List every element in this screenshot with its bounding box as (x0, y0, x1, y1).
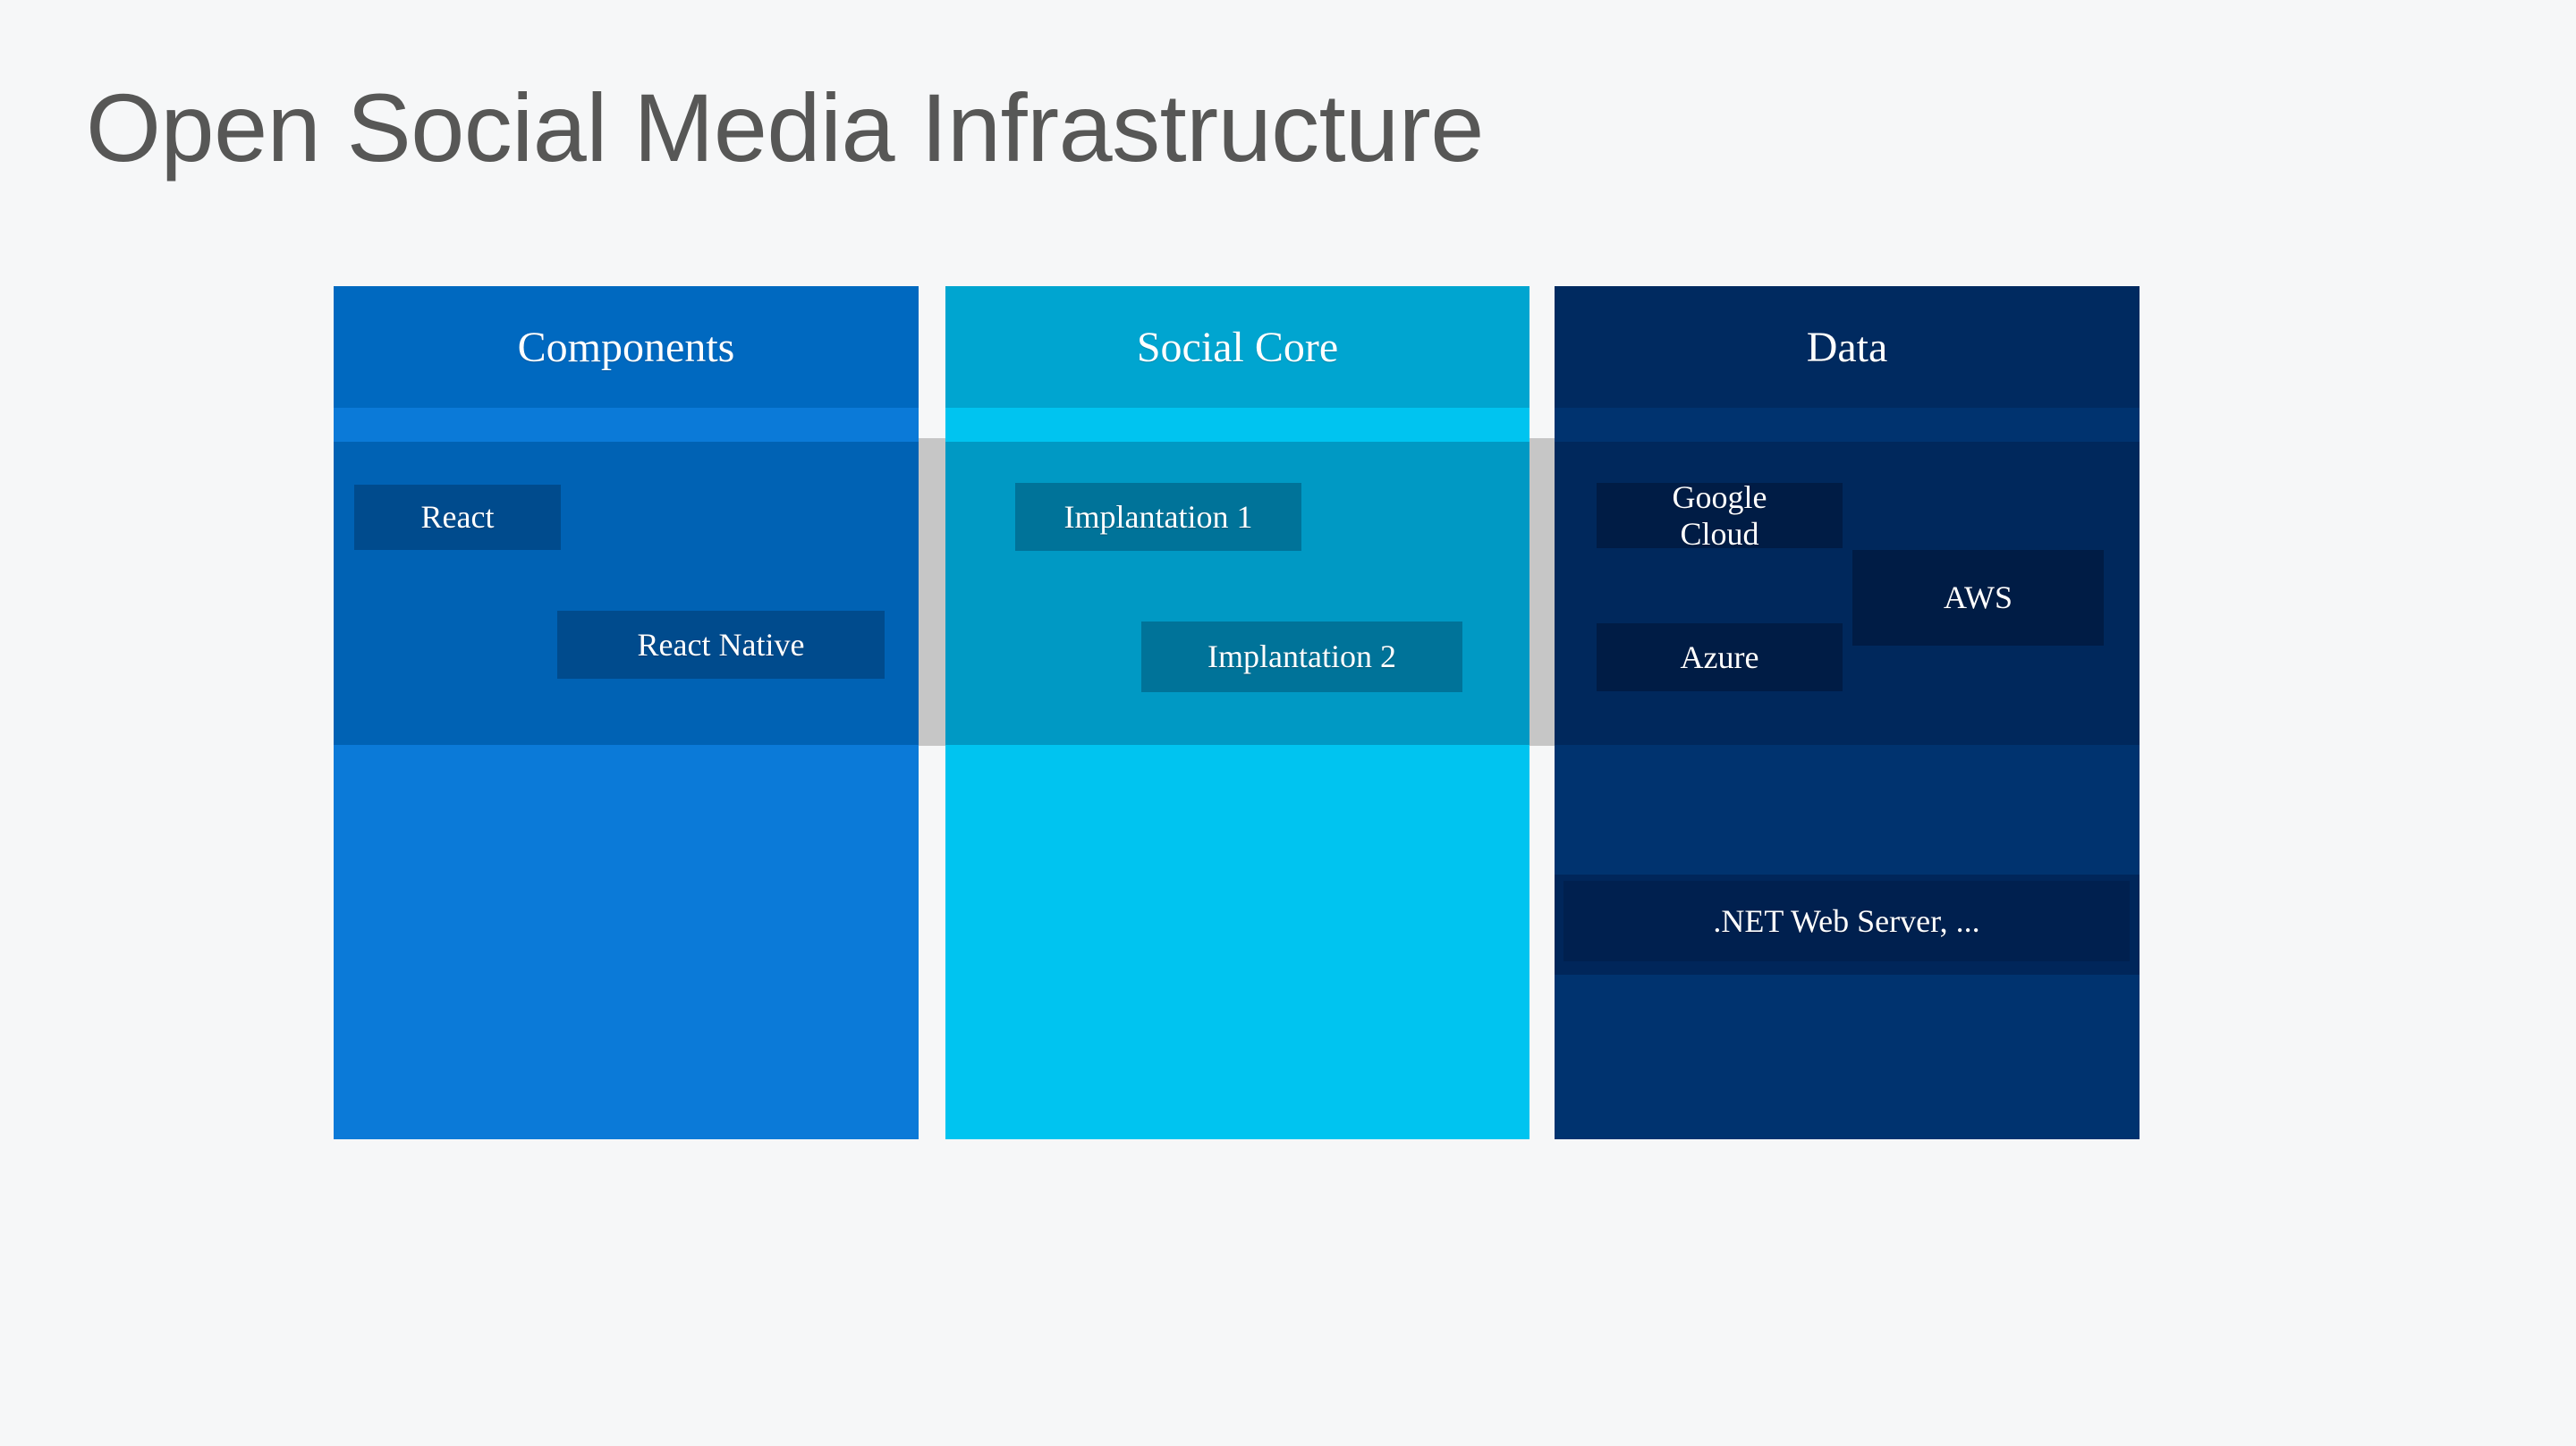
tile-react-native[interactable]: React Native (557, 611, 885, 679)
tile-google-cloud-label-line-2: Cloud (1680, 515, 1759, 552)
page-title: Open Social Media Infrastructure (86, 73, 1484, 182)
column-components[interactable]: Components (334, 286, 919, 1139)
column-data-header-band (1555, 286, 2140, 408)
column-social-core-base-band (945, 745, 1530, 1139)
column-components-accent-strip (334, 408, 919, 442)
column-divider-left (919, 438, 945, 746)
column-social-core[interactable]: Social Core (945, 286, 1530, 1139)
column-data-lower-band-1 (1555, 745, 2140, 875)
tile-implantation-2[interactable]: Implantation 2 (1141, 622, 1462, 692)
column-data-lower-band-3 (1555, 975, 2140, 1139)
tile-react[interactable]: React (354, 485, 561, 550)
column-social-core-accent-strip (945, 408, 1530, 442)
column-components-heading: Components (517, 323, 735, 371)
tile-net-web-server[interactable]: .NET Web Server, ... (1563, 881, 2130, 961)
column-data-heading: Data (1806, 323, 1888, 371)
tile-aws[interactable]: AWS (1852, 550, 2104, 646)
column-social-core-heading: Social Core (1136, 323, 1339, 371)
column-data-accent-strip (1555, 408, 2140, 442)
column-divider-right (1530, 438, 1555, 746)
tile-google-cloud-label-line-1: Google (1672, 479, 1767, 516)
column-components-header-band (334, 286, 919, 408)
tile-implantation-1[interactable]: Implantation 1 (1015, 483, 1301, 551)
tile-google-cloud[interactable]: Google Cloud (1597, 479, 1843, 552)
tile-azure[interactable]: Azure (1597, 623, 1843, 691)
column-data[interactable]: Data (1555, 286, 2140, 1139)
column-components-base-band (334, 745, 919, 1139)
column-social-core-header-band (945, 286, 1530, 408)
